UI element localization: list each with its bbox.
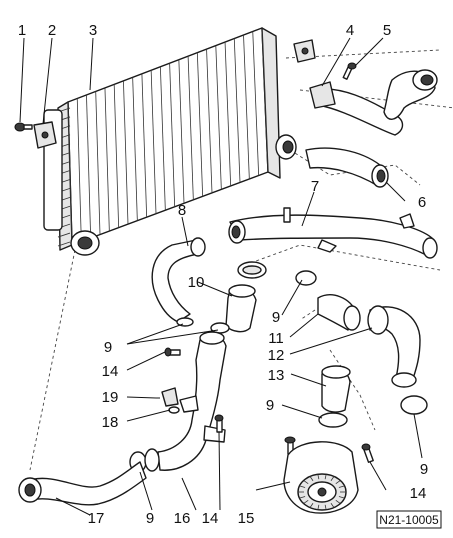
intercooler-fin-line — [178, 59, 185, 204]
charge-air-pipe-part-16 — [144, 331, 227, 472]
valve-body-part-15 — [283, 441, 359, 514]
gear-tooth — [299, 496, 306, 499]
callout-4: 4 — [346, 22, 354, 39]
gear-tooth — [324, 474, 327, 480]
hose-part-12 — [367, 305, 421, 388]
charge-air-pipe-upper — [309, 69, 438, 136]
gear-tooth — [309, 503, 314, 508]
gear-tooth — [317, 474, 320, 480]
callout-16: 16 — [174, 510, 191, 527]
callout-1: 1 — [18, 22, 26, 39]
callout-15: 15 — [238, 510, 255, 527]
intercooler-fin-line — [233, 38, 241, 183]
gear-tooth — [330, 476, 335, 481]
callout-6: 6 — [418, 194, 426, 211]
intercooler-fin-line — [104, 87, 110, 232]
callout-14-right: 14 — [410, 485, 427, 502]
hose-clamps-9 — [129, 270, 428, 473]
hose-part-11 — [317, 294, 361, 331]
intercooler-fin-line — [141, 73, 148, 218]
callout-3: 3 — [89, 22, 97, 39]
intercooler-fin-line — [159, 66, 166, 211]
intercooler-fin-line — [76, 98, 82, 242]
figure-reference-box: N21-10005 — [376, 510, 442, 529]
intercooler-fin-line — [252, 31, 260, 176]
seal-part-18 — [168, 406, 180, 414]
intercooler-fins — [57, 27, 269, 247]
clamp-top-center — [237, 261, 267, 279]
callout-10: 10 — [188, 274, 205, 291]
callout-5: 5 — [383, 22, 391, 39]
intercooler-fin-line — [243, 35, 250, 179]
intercooler-fin-line — [224, 42, 232, 186]
intercooler-fin-line — [206, 49, 213, 193]
intercooler-fin-line — [113, 84, 120, 228]
gear-tooth — [335, 480, 341, 484]
leader-lines — [19, 37, 423, 516]
valve-body-gear — [298, 474, 346, 510]
callout-9-right: 9 — [420, 461, 428, 478]
callout-18: 18 — [102, 414, 119, 431]
callout-8: 8 — [178, 202, 186, 219]
intercooler-side-rib — [57, 232, 71, 238]
gear-tooth — [317, 504, 320, 510]
callout-9-left: 9 — [104, 339, 112, 356]
bracket-part-2 — [33, 121, 57, 149]
sensor-part-19 — [156, 387, 179, 407]
callout-14-left: 14 — [102, 363, 119, 380]
charge-air-pipe-part-7 — [228, 207, 438, 259]
hose-part-10 — [225, 284, 257, 333]
screw-part-5 — [342, 62, 357, 80]
intercooler-fin-line — [67, 101, 73, 246]
intercooler-fin-line — [150, 70, 157, 214]
callout-12: 12 — [268, 347, 285, 364]
callout-19: 19 — [102, 389, 119, 406]
intercooler-fin-line — [86, 94, 92, 239]
intercooler-fin-line — [95, 91, 101, 235]
hose-part-17 — [18, 461, 147, 506]
gear-tooth — [309, 476, 314, 481]
intercooler-side-rib — [57, 241, 71, 247]
callout-11: 11 — [268, 330, 284, 347]
callout-7: 7 — [311, 178, 319, 195]
bracket-top-right — [293, 39, 316, 63]
gear-tooth — [303, 500, 309, 504]
gear-tooth — [338, 496, 345, 499]
pipe-part-13 — [321, 365, 351, 413]
gear-tooth — [338, 485, 345, 488]
callout-2: 2 — [48, 22, 56, 39]
intercooler-fin-line — [261, 27, 269, 173]
callout-17: 17 — [88, 510, 105, 527]
gear-tooth — [303, 480, 309, 484]
callout-9-bottom: 9 — [146, 510, 154, 527]
screws-part-14 — [164, 347, 374, 463]
intercooler-fin-line — [123, 80, 129, 225]
gear-tooth — [324, 504, 327, 510]
callout-14-bottom: 14 — [202, 510, 219, 527]
hose-part-6 — [305, 147, 389, 188]
gear-tooth — [335, 500, 341, 504]
intercooler-fin-line — [169, 63, 176, 207]
callout-13: 13 — [268, 367, 285, 384]
intercooler-fin-line — [187, 56, 194, 200]
gear-tooth — [299, 485, 306, 488]
gear-tooth — [330, 503, 335, 508]
intercooler-fin-line — [215, 45, 222, 190]
callout-labels: 1 2 3 4 5 6 7 8 9 9 9 9 9 10 11 12 13 14… — [18, 22, 428, 527]
intercooler-fin-line — [132, 77, 138, 221]
screw-part-1 — [14, 122, 33, 132]
hose-part-8 — [151, 237, 206, 323]
intercooler-fin-line — [196, 52, 204, 197]
callout-9-mid: 9 — [266, 397, 274, 414]
figure-reference-code: N21-10005 — [379, 513, 439, 527]
callout-9-center: 9 — [272, 309, 280, 326]
